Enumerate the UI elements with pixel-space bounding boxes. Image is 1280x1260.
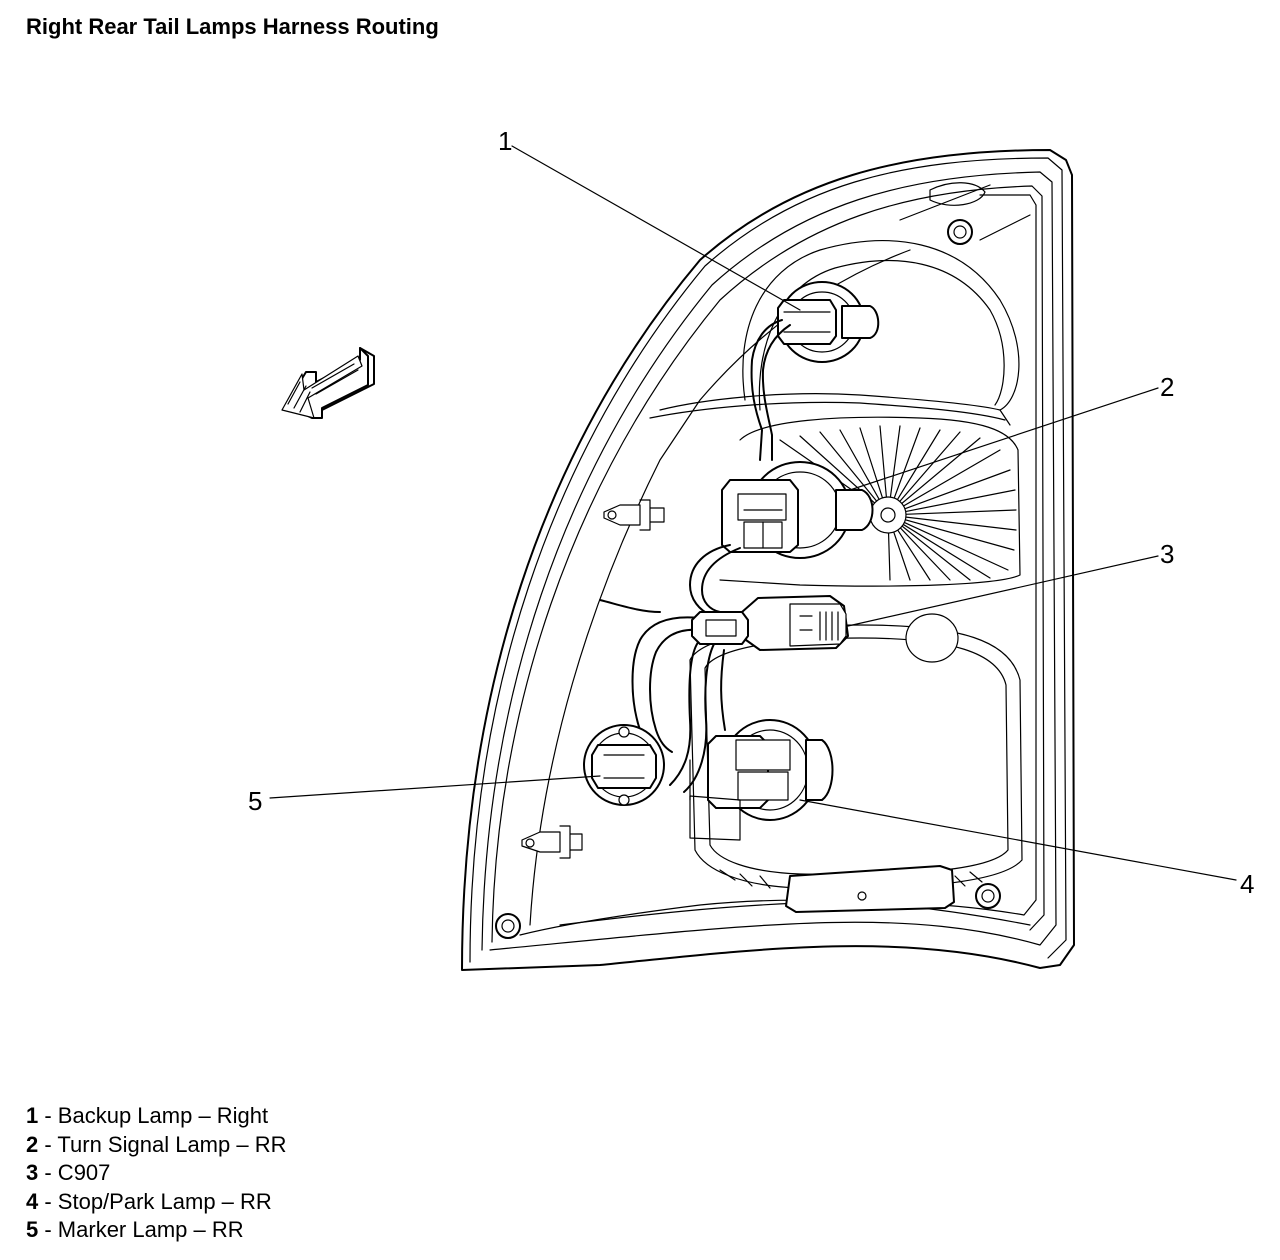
upper-reflector <box>649 240 1020 426</box>
legend-number: 5 <box>26 1217 39 1243</box>
leader-lines <box>269 145 1237 881</box>
legend-number: 1 <box>26 1103 39 1128</box>
side-reflector <box>905 613 959 663</box>
turn-signal-socket <box>721 461 874 559</box>
legend-text: - Marker Lamp – RR <box>38 1217 244 1243</box>
mounting-studs <box>521 499 665 859</box>
legend-item: 5 - Marker Lamp – RR <box>26 1216 286 1245</box>
marker-lamp-socket <box>583 724 665 806</box>
bottom-clip <box>785 865 955 913</box>
legend-item: 3 - C907 <box>26 1159 286 1188</box>
legend-text: - Turn Signal Lamp – RR <box>38 1131 287 1157</box>
legend-number: 4 <box>26 1188 39 1214</box>
fasteners <box>495 219 1001 939</box>
legend-text: - C907 <box>38 1160 111 1186</box>
page-title: Right Rear Tail Lamps Harness Routing <box>26 14 439 39</box>
legend-text: - Backup Lamp – Right <box>38 1103 269 1128</box>
c907-connector <box>691 595 849 651</box>
legend-number: 3 <box>26 1160 39 1186</box>
wiring-harness <box>599 544 741 793</box>
legend-item: 2 - Turn Signal Lamp – RR <box>26 1131 286 1160</box>
callout-5: 5 <box>248 786 262 816</box>
callout-1: 1 <box>498 126 512 156</box>
forward-arrow-icon <box>281 347 375 419</box>
tail-lamp-diagram: 1 2 3 4 5 <box>248 126 1254 971</box>
legend-text: - Stop/Park Lamp – RR <box>38 1188 272 1214</box>
legend-item: 1 - Backup Lamp – Right <box>26 1102 286 1131</box>
callout-2: 2 <box>1160 372 1174 402</box>
callout-3: 3 <box>1160 539 1174 569</box>
backup-lamp-socket <box>750 281 880 461</box>
legend-number: 2 <box>26 1131 39 1157</box>
legend-item: 4 - Stop/Park Lamp – RR <box>26 1188 286 1217</box>
legend: 1 - Backup Lamp – Right 2 - Turn Signal … <box>26 1102 286 1245</box>
callout-4: 4 <box>1240 869 1254 899</box>
stop-park-lamp-socket <box>689 719 834 841</box>
